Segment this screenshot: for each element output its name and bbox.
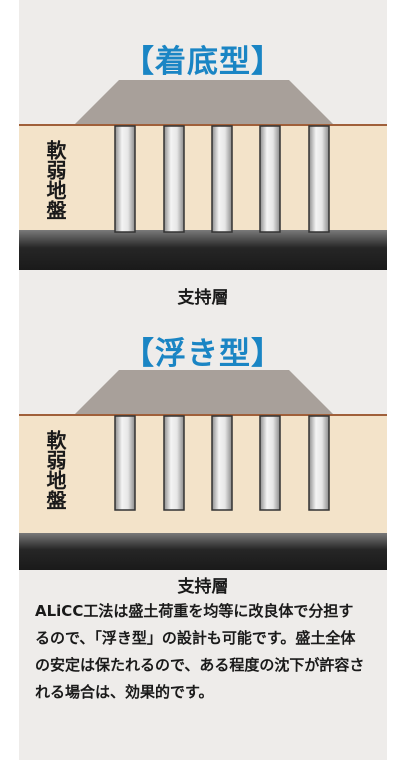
bearing-layer-label: 支持層 (177, 577, 229, 597)
bearing-layer-label: 支持層 (177, 288, 229, 308)
soft-ground-label: 軟弱地盤 (43, 140, 67, 220)
piles (114, 415, 330, 511)
bearing-layer (19, 230, 387, 270)
soft-ground-label: 軟弱地盤 (43, 430, 67, 510)
section-title-floating: 【浮き型】 (123, 336, 283, 372)
pile (114, 125, 136, 233)
pile (259, 125, 281, 233)
embankment (74, 370, 334, 415)
floating-cross-section (19, 370, 387, 570)
embankment (74, 80, 334, 125)
description-text: ALiCC工法は盛土荷重を均等に改良体で分担するので、「浮き型」の設計も可能です… (35, 602, 365, 701)
bearing-layer (19, 533, 387, 570)
pile (163, 415, 185, 511)
piles (114, 125, 330, 233)
soft-ground-layer (19, 415, 387, 533)
pile (308, 415, 330, 511)
floor-bearing-cross-section (19, 80, 387, 270)
diagram-panel: 【着底型】 軟弱地盤 支持層 【 (19, 0, 387, 760)
pile (163, 125, 185, 233)
pile (308, 125, 330, 233)
soft-ground-layer (19, 125, 387, 232)
pile (211, 415, 233, 511)
pile (259, 415, 281, 511)
pile (114, 415, 136, 511)
section-title-floor-bearing: 【着底型】 (123, 44, 283, 80)
pile (211, 125, 233, 233)
